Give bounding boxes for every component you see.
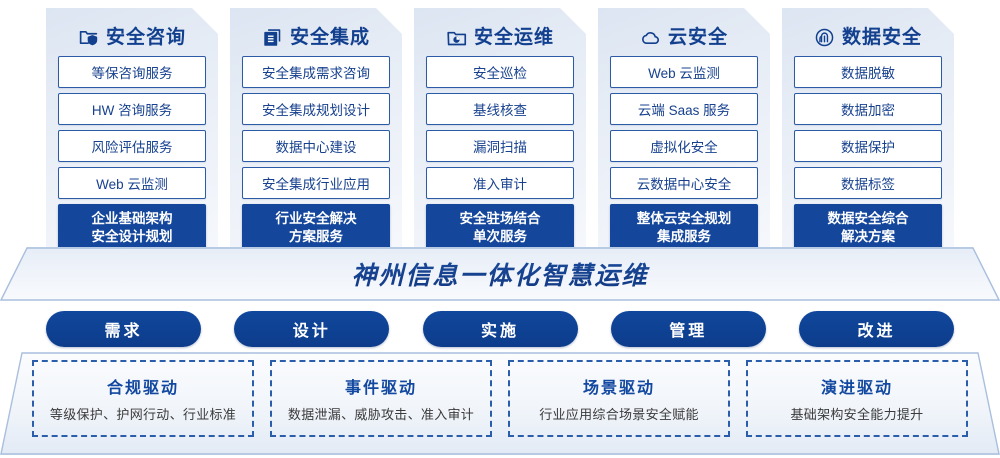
pillar-highlight-line: 单次服务 xyxy=(473,229,527,244)
driver-section-shape xyxy=(0,352,1000,455)
driver-title: 合规驱动 xyxy=(106,380,179,397)
pillar-item[interactable]: HW 咨询服务 xyxy=(58,93,206,125)
pillar-highlight-line: 解决方案 xyxy=(841,229,895,244)
pillar-card-cloud-security[interactable]: 云安全 Web 云监测 云端 Saas 服务 虚拟化安全 云数据中心安全 整体云… xyxy=(598,8,770,256)
pillar-highlight-item[interactable]: 数据安全综合 解决方案 xyxy=(794,204,942,252)
driver-section-outline xyxy=(0,352,1000,455)
pillar-item[interactable]: 安全集成行业应用 xyxy=(242,167,390,199)
pillar-highlight-line: 安全设计规划 xyxy=(91,229,173,244)
pillar-title: 数据安全 xyxy=(841,26,922,48)
pillar-item[interactable]: 虚拟化安全 xyxy=(610,130,758,162)
pillar-header: 数据安全 xyxy=(794,18,942,56)
driver-title: 场景驱动 xyxy=(582,380,655,397)
driver-subtitle: 基础架构安全能力提升 xyxy=(790,407,924,422)
driver-section: 合规驱动 等级保护、护网行动、行业标准 事件驱动 数据泄漏、威胁攻击、准入审计 … xyxy=(0,352,1000,458)
pillar-highlight-line: 行业安全解决 xyxy=(275,210,357,226)
pillar-title: 安全咨询 xyxy=(105,26,186,48)
pillar-card-row: 安全咨询 等保咨询服务 HW 咨询服务 风险评估服务 Web 云监测 企业基础架… xyxy=(0,8,1000,256)
driver-subtitle: 等级保护、护网行动、行业标准 xyxy=(49,407,237,422)
pillar-title: 云安全 xyxy=(667,26,728,48)
phase-pill-improvement[interactable]: 改进 xyxy=(799,311,954,347)
driver-title: 事件驱动 xyxy=(344,380,417,397)
pillar-highlight-item[interactable]: 企业基础架构 安全设计规划 xyxy=(58,204,206,252)
pillar-item[interactable]: 数据保护 xyxy=(794,130,942,162)
banner-shape xyxy=(0,247,1000,300)
banner-title: 神州信息一体化智慧运维 xyxy=(0,247,1000,300)
pillar-item[interactable]: 数据加密 xyxy=(794,93,942,125)
pillar-item[interactable]: 云端 Saas 服务 xyxy=(610,93,758,125)
pillar-header: 安全咨询 xyxy=(58,18,206,56)
pillar-item[interactable]: Web 云监测 xyxy=(58,167,206,199)
pillar-highlight-line: 集成服务 xyxy=(657,229,711,244)
pillar-highlight-item[interactable]: 行业安全解决 方案服务 xyxy=(242,204,390,252)
pillar-title: 安全集成 xyxy=(289,26,370,48)
pillar-item[interactable]: 数据中心建设 xyxy=(242,130,390,162)
fingerprint-icon xyxy=(814,27,835,48)
pillar-item[interactable]: 数据标签 xyxy=(794,167,942,199)
folder-shield-icon xyxy=(78,27,99,48)
pillar-item[interactable]: Web 云监测 xyxy=(610,56,758,88)
driver-subtitle: 行业应用综合场景安全赋能 xyxy=(539,407,699,422)
pillar-highlight-line: 数据安全综合 xyxy=(827,210,909,226)
pillar-item[interactable]: 安全集成需求咨询 xyxy=(242,56,390,88)
pillar-card-security-operations[interactable]: 安全运维 安全巡检 基线核查 漏洞扫描 准入审计 安全驻场结合 单次服务 xyxy=(414,8,586,256)
pillar-item[interactable]: 基线核查 xyxy=(426,93,574,125)
folder-chart-icon xyxy=(446,27,467,48)
phase-pill-design[interactable]: 设计 xyxy=(234,311,390,347)
pillar-header: 安全运维 xyxy=(426,18,574,56)
driver-box-scenario[interactable]: 场景驱动 行业应用综合场景安全赋能 xyxy=(508,360,730,437)
pillar-item[interactable]: 数据脱敏 xyxy=(794,56,942,88)
driver-title: 演进驱动 xyxy=(820,380,893,397)
documents-stack-icon xyxy=(262,27,283,48)
driver-subtitle: 数据泄漏、威胁攻击、准入审计 xyxy=(287,407,475,422)
pillar-highlight-line: 整体云安全规划 xyxy=(636,210,732,226)
driver-box-row: 合规驱动 等级保护、护网行动、行业标准 事件驱动 数据泄漏、威胁攻击、准入审计 … xyxy=(0,360,1000,446)
pillar-card-data-security[interactable]: 数据安全 数据脱敏 数据加密 数据保护 数据标签 数据安全综合 解决方案 xyxy=(782,8,954,256)
driver-box-evolution[interactable]: 演进驱动 基础架构安全能力提升 xyxy=(746,360,968,437)
platform-banner: 神州信息一体化智慧运维 xyxy=(0,247,1000,304)
pillar-highlight-line: 安全驻场结合 xyxy=(459,210,541,226)
pillar-item[interactable]: 安全集成规划设计 xyxy=(242,93,390,125)
driver-box-compliance[interactable]: 合规驱动 等级保护、护网行动、行业标准 xyxy=(32,360,254,437)
pillar-header: 安全集成 xyxy=(242,18,390,56)
phase-pill-row: 需求 设计 实施 管理 改进 xyxy=(0,311,1000,347)
pillar-highlight-item[interactable]: 整体云安全规划 集成服务 xyxy=(610,204,758,252)
phase-pill-implementation[interactable]: 实施 xyxy=(422,311,578,347)
pillar-item[interactable]: 漏洞扫描 xyxy=(426,130,574,162)
pillar-item[interactable]: 风险评估服务 xyxy=(58,130,206,162)
banner-outline xyxy=(0,247,1000,301)
phase-pill-requirements[interactable]: 需求 xyxy=(46,311,201,347)
pillar-header: 云安全 xyxy=(610,18,758,56)
cloud-icon xyxy=(640,27,661,48)
pillar-card-security-consulting[interactable]: 安全咨询 等保咨询服务 HW 咨询服务 风险评估服务 Web 云监测 企业基础架… xyxy=(46,8,218,256)
pillar-item[interactable]: 云数据中心安全 xyxy=(610,167,758,199)
pillar-highlight-line: 方案服务 xyxy=(289,229,343,244)
pillar-item[interactable]: 安全巡检 xyxy=(426,56,574,88)
phase-pill-management[interactable]: 管理 xyxy=(610,311,766,347)
pillar-highlight-item[interactable]: 安全驻场结合 单次服务 xyxy=(426,204,574,252)
driver-box-incident[interactable]: 事件驱动 数据泄漏、威胁攻击、准入审计 xyxy=(270,360,492,437)
pillar-item[interactable]: 准入审计 xyxy=(426,167,574,199)
pillar-item[interactable]: 等保咨询服务 xyxy=(58,56,206,88)
pillar-title: 安全运维 xyxy=(473,26,554,48)
pillar-highlight-line: 企业基础架构 xyxy=(91,210,173,226)
pillar-card-security-integration[interactable]: 安全集成 安全集成需求咨询 安全集成规划设计 数据中心建设 安全集成行业应用 行… xyxy=(230,8,402,256)
